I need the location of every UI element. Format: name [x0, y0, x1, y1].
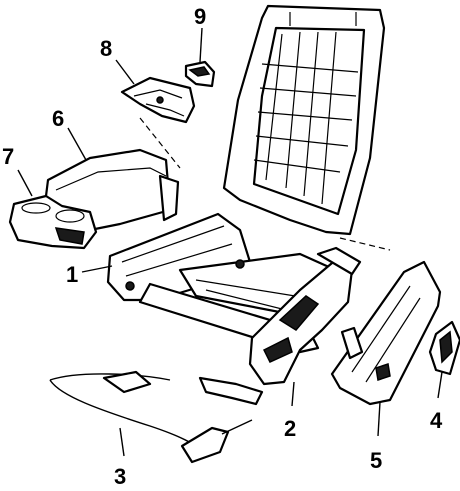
- part-7-cupholder: [8, 194, 98, 250]
- connector-line: [339, 237, 391, 251]
- part-2-adjuster: [198, 246, 362, 406]
- leader-line: [115, 59, 135, 85]
- connector-line: [139, 117, 181, 169]
- leader-line: [17, 169, 33, 197]
- seat-back-frame: [222, 4, 386, 236]
- part-4-handle: [428, 320, 460, 376]
- leader-line: [291, 381, 295, 407]
- part-9-clip: [184, 60, 216, 88]
- callout-7: 7: [2, 144, 14, 169]
- callout-9: 9: [194, 4, 206, 29]
- part-3-cable: [49, 370, 253, 464]
- callout-8: 8: [100, 36, 112, 61]
- leader-line: [119, 427, 125, 457]
- callout-5: 5: [370, 448, 382, 473]
- callout-2: 2: [284, 416, 296, 441]
- leader-line: [199, 27, 203, 63]
- part-5-side-shield: [330, 260, 442, 406]
- leader-line: [81, 265, 113, 273]
- part-8-cover: [120, 76, 196, 124]
- callout-1: 1: [66, 262, 78, 287]
- callout-6: 6: [52, 106, 64, 131]
- callout-3: 3: [114, 464, 126, 489]
- callout-4: 4: [430, 408, 443, 433]
- leader-line: [377, 401, 381, 437]
- leader-line: [437, 371, 443, 399]
- leader-line: [67, 127, 87, 161]
